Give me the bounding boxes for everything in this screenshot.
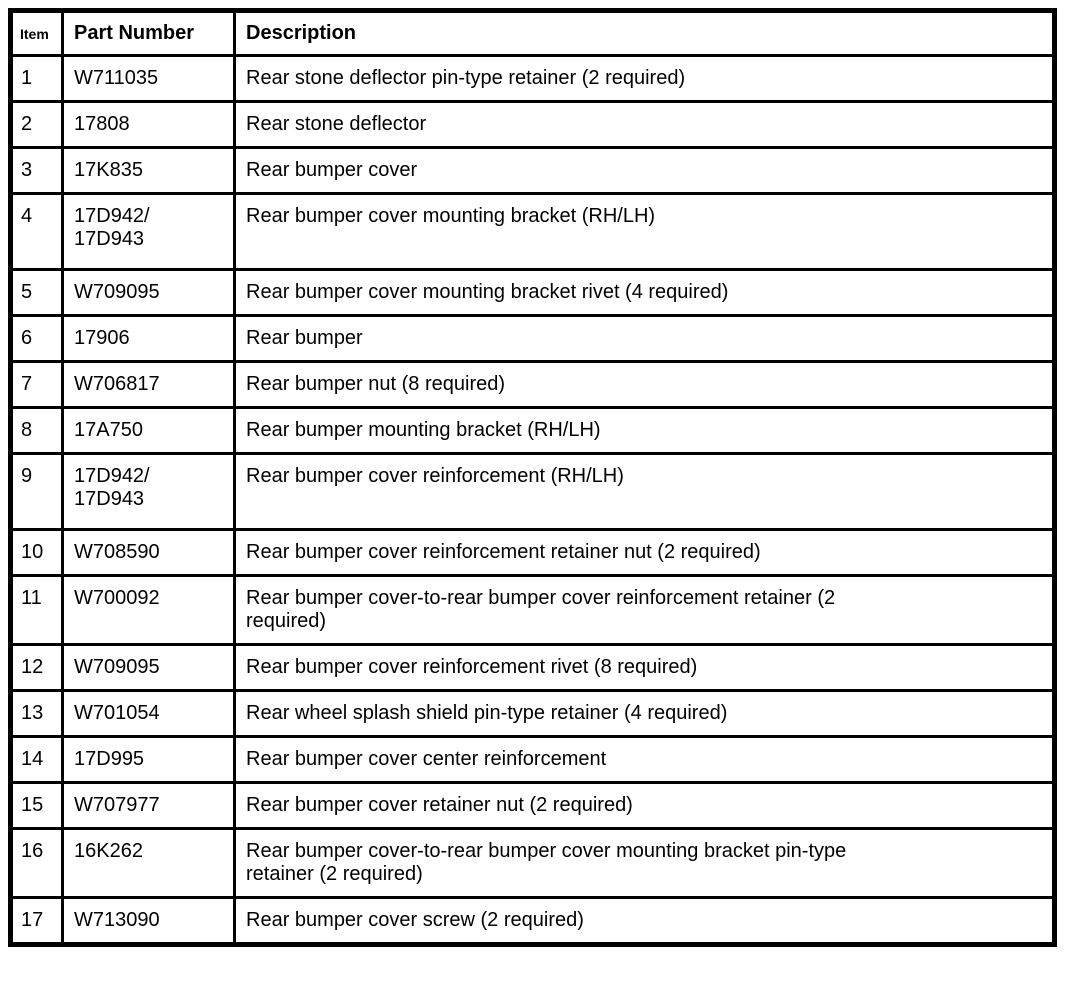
description-cell: Rear bumper cover retainer nut (2 requir… (233, 781, 1056, 830)
description-cell: Rear bumper cover screw (2 required) (233, 896, 1056, 946)
part-number-cell: W713090 (61, 896, 236, 946)
part-number-cell: 17K835 (61, 146, 236, 195)
description-cell: Rear bumper cover reinforcement retainer… (233, 528, 1056, 577)
item-cell: 15 (9, 781, 64, 830)
part-number-cell: W711035 (61, 54, 236, 103)
item-cell: 6 (9, 314, 64, 363)
description-cell: Rear bumper cover reinforcement (RH/LH) (233, 452, 1056, 531)
description-cell: Rear stone deflector (233, 100, 1056, 149)
item-cell: 9 (9, 452, 64, 531)
description-cell: Rear bumper mounting bracket (RH/LH) (233, 406, 1056, 455)
part-number-cell: 17A750 (61, 406, 236, 455)
item-cell: 13 (9, 689, 64, 738)
part-number-cell: W706817 (61, 360, 236, 409)
description-cell: Rear bumper cover reinforcement rivet (8… (233, 643, 1056, 692)
description-cell: Rear bumper cover mounting bracket rivet… (233, 268, 1056, 317)
part-number-cell: 17D942/ 17D943 (61, 192, 236, 271)
description-cell: Rear stone deflector pin-type retainer (… (233, 54, 1056, 103)
item-cell: 12 (9, 643, 64, 692)
item-cell: 14 (9, 735, 64, 784)
item-cell: 4 (9, 192, 64, 271)
part-number-cell: 17808 (61, 100, 236, 149)
description-cell: Rear bumper (233, 314, 1056, 363)
part-number-cell: W701054 (61, 689, 236, 738)
item-cell: 11 (9, 574, 64, 646)
part-number-cell: W700092 (61, 574, 236, 646)
part-number-cell: W709095 (61, 643, 236, 692)
item-cell: 10 (9, 528, 64, 577)
part-number-cell: 16K262 (61, 827, 236, 899)
description-cell: Rear bumper cover-to-rear bumper cover m… (233, 827, 1056, 899)
item-cell: 5 (9, 268, 64, 317)
item-cell: 2 (9, 100, 64, 149)
description-cell: Rear bumper cover (233, 146, 1056, 195)
header-row: Item Part Number Description (9, 9, 1056, 57)
part-number-cell: 17D995 (61, 735, 236, 784)
description-cell: Rear bumper cover center reinforcement (233, 735, 1056, 784)
item-cell: 7 (9, 360, 64, 409)
column-header-item: Item (9, 9, 64, 57)
column-header-description: Description (233, 9, 1056, 57)
description-cell: Rear bumper cover mounting bracket (RH/L… (233, 192, 1056, 271)
column-header-part-number: Part Number (61, 9, 236, 57)
item-cell: 3 (9, 146, 64, 195)
item-cell: 8 (9, 406, 64, 455)
part-number-cell: W707977 (61, 781, 236, 830)
part-number-cell: W708590 (61, 528, 236, 577)
description-cell: Rear bumper cover-to-rear bumper cover r… (233, 574, 1056, 646)
part-number-cell: 17D942/ 17D943 (61, 452, 236, 531)
part-number-cell: W709095 (61, 268, 236, 317)
item-cell: 16 (9, 827, 64, 899)
item-cell: 17 (9, 896, 64, 946)
part-number-cell: 17906 (61, 314, 236, 363)
item-cell: 1 (9, 54, 64, 103)
description-cell: Rear bumper nut (8 required) (233, 360, 1056, 409)
description-cell: Rear wheel splash shield pin-type retain… (233, 689, 1056, 738)
